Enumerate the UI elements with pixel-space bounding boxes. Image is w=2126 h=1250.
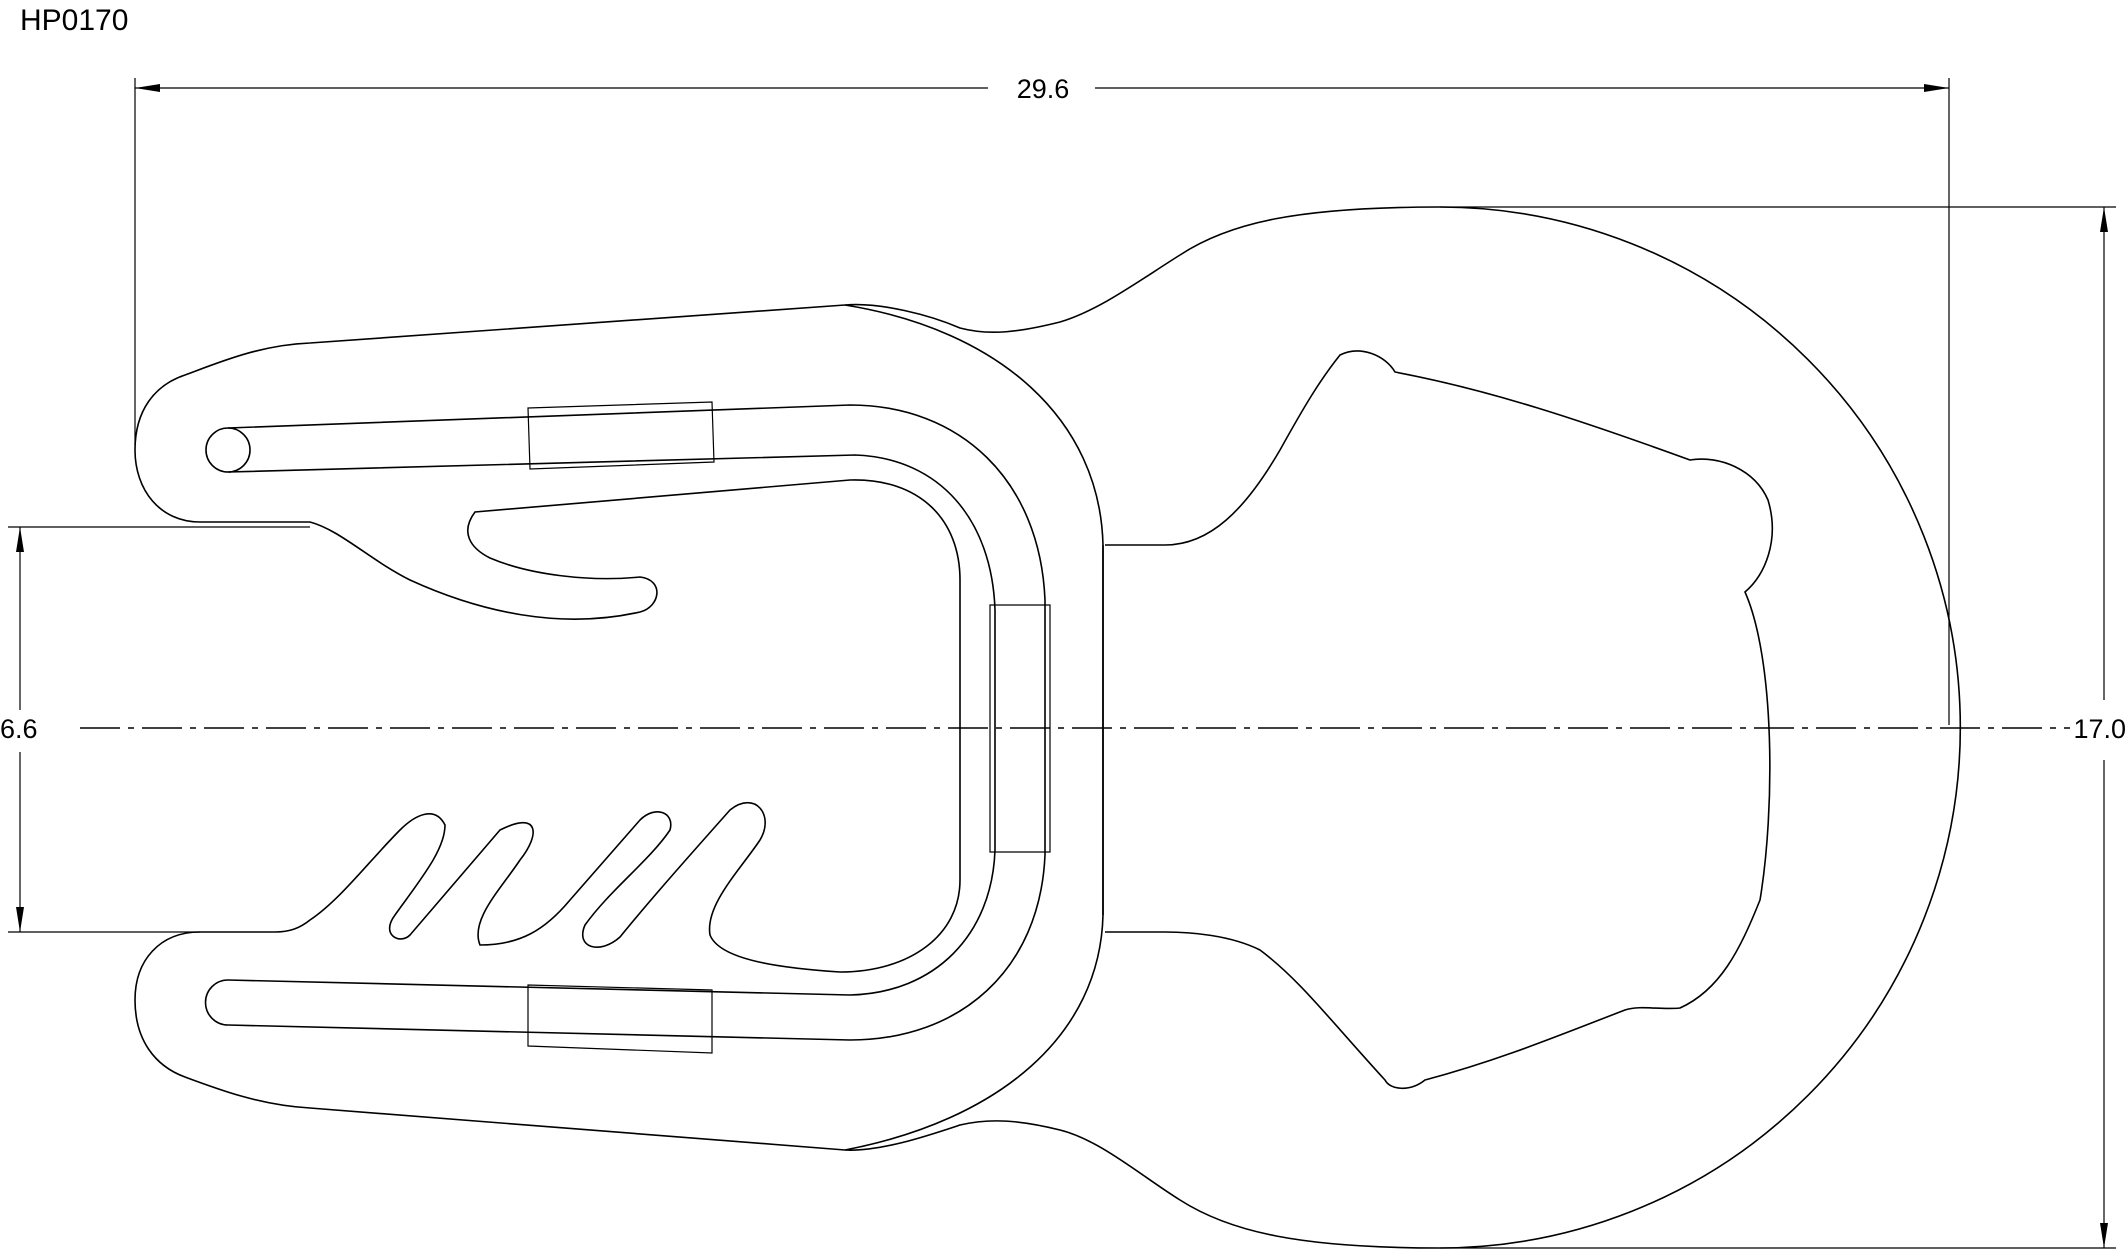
part-outline — [134, 206, 1962, 1249]
dimension-overall-length: 29.6 — [134, 74, 1950, 725]
head-cutout — [1105, 350, 1774, 1090]
tab-top — [527, 401, 715, 470]
slot-height-label: 6.6 — [0, 714, 38, 744]
part-number-label: HP0170 — [20, 4, 128, 37]
overall-height-label: 17.0 — [2073, 714, 2126, 744]
overall-length-label: 29.6 — [1017, 74, 1070, 104]
tab-right — [989, 604, 1051, 853]
tab-bottom — [527, 984, 713, 1054]
inner-channel — [204, 404, 1046, 1041]
upper-finger — [274, 479, 961, 973]
dimension-slot-height: 6.6 — [0, 526, 310, 933]
hinge-tabs — [527, 401, 1051, 1054]
dimension-overall-height: 17.0 — [1440, 206, 2126, 1249]
